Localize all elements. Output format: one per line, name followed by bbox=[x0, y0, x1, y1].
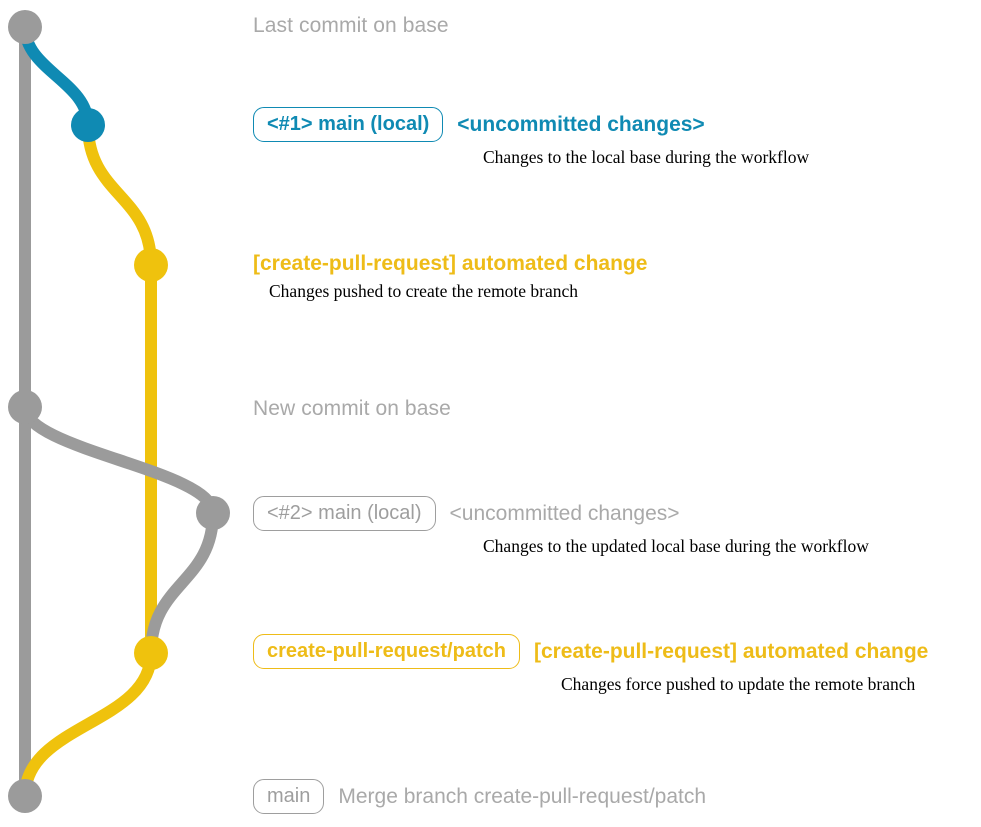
row-local-commit-1: <#1> main (local) <uncommitted changes> … bbox=[253, 107, 809, 168]
row-automated-change-2: create-pull-request/patch [create-pull-r… bbox=[253, 634, 928, 695]
commit-node-base-last[interactable] bbox=[8, 10, 42, 44]
commit-note: Changes pushed to create the remote bran… bbox=[269, 281, 579, 301]
commit-node-remote-1[interactable] bbox=[134, 248, 168, 282]
commit-subject: <uncommitted changes> bbox=[449, 501, 680, 525]
row-line: Last commit on base bbox=[253, 14, 449, 38]
row-merge-commit: main Merge branch create-pull-request/pa… bbox=[253, 779, 706, 814]
commit-subject: [create-pull-request] automated change bbox=[253, 252, 648, 275]
row-automated-change-1: [create-pull-request] automated change C… bbox=[253, 252, 647, 302]
commit-note: Changes to the local base during the wor… bbox=[483, 147, 810, 167]
edge-local-to-remote bbox=[82, 119, 157, 271]
commit-node-base-new[interactable] bbox=[8, 390, 42, 424]
ref-tag-create-pull-request-patch[interactable]: create-pull-request/patch bbox=[253, 634, 520, 669]
commit-node-remote-2[interactable] bbox=[134, 636, 168, 670]
row-last-commit-on-base: Last commit on base bbox=[253, 14, 449, 38]
edge-merge-to-remote bbox=[145, 507, 219, 659]
commit-subject: <uncommitted changes> bbox=[457, 112, 705, 136]
edge-remote-to-base bbox=[19, 647, 157, 802]
commit-subject: [create-pull-request] automated change bbox=[533, 639, 929, 663]
row-new-commit-on-base: New commit on base bbox=[253, 397, 451, 421]
row-line: New commit on base bbox=[253, 397, 451, 421]
ref-tag-main-local-1[interactable]: <#1> main (local) bbox=[253, 107, 444, 142]
row-local-commit-2: <#2> main (local) <uncommitted changes> … bbox=[253, 496, 869, 557]
ref-tag-main[interactable]: main bbox=[253, 779, 325, 814]
row-line: create-pull-request/patch [create-pull-r… bbox=[253, 634, 928, 669]
commit-subject: Merge branch create-pull-request/patch bbox=[338, 784, 707, 808]
commit-note: Changes to the updated local base during… bbox=[483, 536, 869, 556]
commit-subject: Last commit on base bbox=[253, 14, 449, 37]
row-line: main Merge branch create-pull-request/pa… bbox=[253, 779, 706, 814]
commit-node-local-2[interactable] bbox=[196, 496, 230, 530]
ref-tag-main-local-2[interactable]: <#2> main (local) bbox=[253, 496, 436, 531]
commit-note: Changes force pushed to update the remot… bbox=[561, 674, 916, 694]
row-line: <#1> main (local) <uncommitted changes> bbox=[253, 107, 809, 142]
commit-subject: New commit on base bbox=[253, 397, 451, 420]
edge-base-to-merge bbox=[19, 401, 219, 519]
row-line: <#2> main (local) <uncommitted changes> bbox=[253, 496, 869, 531]
row-line: [create-pull-request] automated change bbox=[253, 252, 647, 276]
commit-node-merge[interactable] bbox=[8, 779, 42, 813]
commit-node-local-1[interactable] bbox=[71, 108, 105, 142]
